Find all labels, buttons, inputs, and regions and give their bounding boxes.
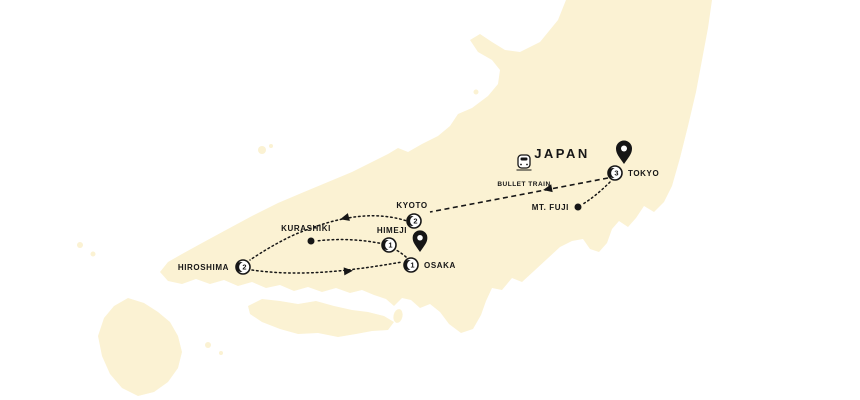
city-dot-mtfuji: [574, 203, 582, 211]
map-pin-tokyo-icon: [616, 140, 632, 164]
night-count-hiroshima: 2: [242, 263, 246, 272]
small-island: [77, 242, 83, 248]
route-himeji-osaka: [390, 247, 407, 258]
route-tokyo-mtfuji: [582, 181, 611, 205]
country-title: JAPAN: [534, 146, 590, 161]
routes: [249, 177, 611, 276]
route-arrow-icon: [343, 267, 353, 276]
shikoku-landmass: [248, 299, 394, 337]
route-hiroshima-osaka: [251, 261, 403, 274]
night-count-himeji: 1: [388, 241, 392, 250]
landmasses: [77, 0, 712, 396]
route-bullet-train: [429, 177, 609, 213]
city-label-kurashiki: KURASHIKI: [281, 224, 331, 233]
small-island: [219, 351, 223, 355]
city-label-himeji: HIMEJI: [377, 226, 407, 235]
night-count-tokyo: 3: [614, 169, 618, 178]
night-count-osaka: 1: [410, 261, 414, 270]
city-label-mtfuji: MT. FUJI: [532, 203, 569, 212]
night-count-kyoto: 2: [413, 217, 417, 226]
city-label-kyoto: KYOTO: [396, 201, 427, 210]
route-arrow-icon: [340, 213, 350, 221]
nights-marker-himeji: 1: [381, 237, 397, 253]
nights-marker-osaka: 1: [403, 257, 419, 273]
city-label-tokyo: TOKYO: [628, 169, 659, 178]
nights-marker-hiroshima: 2: [235, 259, 251, 275]
honshu-landmass: [160, 0, 712, 333]
small-island: [473, 89, 479, 95]
city-label-osaka: OSAKA: [424, 261, 456, 270]
city-label-hiroshima: HIROSHIMA: [178, 263, 229, 272]
oki-island: [258, 146, 266, 154]
kyushu-landmass: [98, 298, 182, 396]
bullet-train-icon: [516, 154, 532, 171]
bullet-train-label: BULLET TRAIN: [497, 181, 550, 188]
awaji-island: [393, 309, 403, 323]
nights-marker-kyoto: 2: [406, 213, 422, 229]
city-dot-kurashiki: [307, 237, 315, 245]
map-pin-osaka-icon: [412, 230, 428, 252]
route-himeji-kurashiki: [315, 238, 385, 245]
nights-marker-tokyo: 3: [607, 165, 623, 181]
small-island: [269, 144, 273, 148]
route-arrow-icon: [543, 184, 553, 193]
route-kyoto-hiroshima: [249, 215, 411, 261]
small-island: [205, 342, 211, 348]
small-island: [90, 251, 96, 257]
